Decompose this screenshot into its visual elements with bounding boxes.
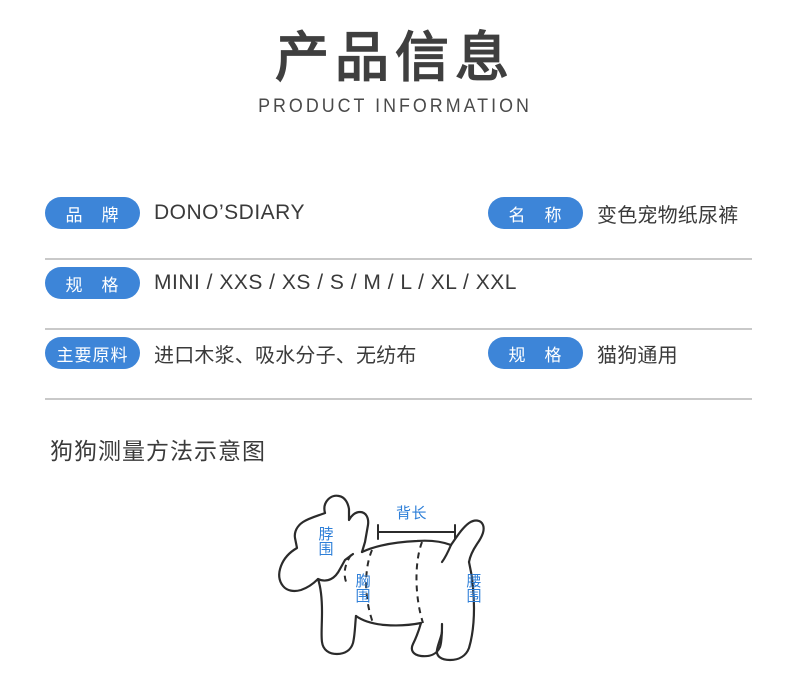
spec-cell-brand: 品 牌 DONO’SDIARY bbox=[45, 196, 305, 230]
spec-value-sizes: MINI / XXS / XS / S / M / L / XL / XXL bbox=[154, 271, 517, 294]
label-waist-girth-char-1: 腰 bbox=[466, 573, 482, 590]
diagram-heading: 狗狗测量方法示意图 bbox=[50, 438, 266, 464]
spec-label-brand: 品 牌 bbox=[45, 197, 140, 229]
label-back-length: 背长 bbox=[396, 505, 428, 522]
product-spec-table: 品 牌 DONO’SDIARY 名 称 变色宠物纸尿裤 规 格 MINI / X… bbox=[45, 190, 752, 400]
page-title: 产品信息 bbox=[275, 28, 515, 88]
measurement-diagram-section: 狗狗测量方法示意图 bbox=[0, 432, 790, 695]
label-waist-girth-char-2: 围 bbox=[466, 588, 482, 606]
spec-value-material: 进口木浆、吸水分子、无纺布 bbox=[154, 344, 417, 367]
spec-label-sizes: 规 格 bbox=[45, 267, 140, 299]
spec-cell-sizes: 规 格 MINI / XXS / XS / S / M / L / XL / X… bbox=[45, 266, 517, 300]
spec-label-name: 名 称 bbox=[488, 197, 583, 229]
spec-label-applicability: 规 格 bbox=[488, 337, 583, 369]
page-subtitle: PRODUCT INFORMATION bbox=[258, 96, 532, 118]
label-neck-girth: 脖 围 bbox=[318, 527, 334, 558]
label-neck-girth-char-2: 围 bbox=[318, 541, 334, 559]
girth-guides bbox=[343, 541, 424, 624]
spec-value-brand: DONO’SDIARY bbox=[154, 201, 305, 224]
spec-cell-name: 名 称 变色宠物纸尿裤 bbox=[488, 196, 738, 230]
spec-label-material: 主要原料 bbox=[45, 337, 140, 369]
label-waist-girth: 腰 围 bbox=[466, 574, 482, 605]
spec-value-name: 变色宠物纸尿裤 bbox=[597, 204, 739, 227]
table-row: 主要原料 进口木浆、吸水分子、无纺布 规 格 猫狗通用 bbox=[45, 330, 752, 400]
spec-cell-applicability: 规 格 猫狗通用 bbox=[488, 336, 678, 370]
chest-girth-guide bbox=[365, 549, 374, 624]
page-header: 产品信息 PRODUCT INFORMATION bbox=[0, 28, 790, 118]
spec-value-applicability: 猫狗通用 bbox=[597, 344, 678, 367]
table-row: 规 格 MINI / XXS / XS / S / M / L / XL / X… bbox=[45, 260, 752, 330]
neck-girth-guide bbox=[343, 554, 352, 585]
table-row: 品 牌 DONO’SDIARY 名 称 变色宠物纸尿裤 bbox=[45, 190, 752, 260]
spec-cell-material: 主要原料 进口木浆、吸水分子、无纺布 bbox=[45, 336, 417, 370]
back-length-measure-bar bbox=[377, 524, 456, 540]
label-neck-girth-char-1: 脖 bbox=[318, 526, 334, 543]
waist-girth-guide bbox=[415, 541, 424, 624]
label-chest-girth-char-2: 围 bbox=[355, 588, 371, 606]
label-chest-girth-char-1: 胸 bbox=[355, 573, 371, 590]
dog-outline-icon bbox=[278, 494, 485, 662]
label-chest-girth: 胸 围 bbox=[355, 574, 371, 605]
dog-measurement-diagram: 背长 脖 围 胸 围 腰 围 bbox=[265, 480, 535, 680]
